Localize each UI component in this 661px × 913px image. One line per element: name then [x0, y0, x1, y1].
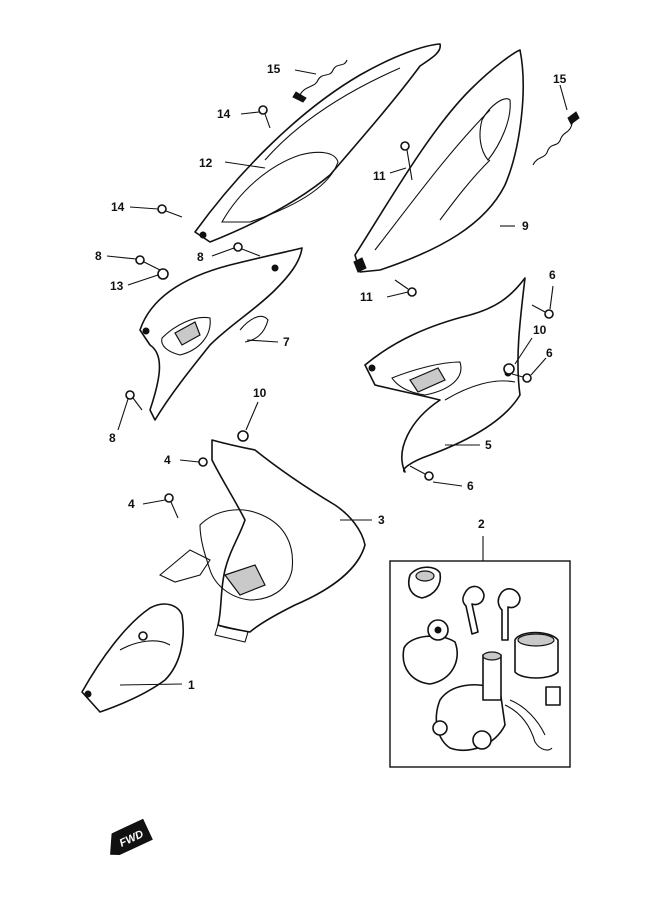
callout-12: 12 — [199, 156, 213, 170]
callout-13: 13 — [110, 279, 124, 293]
screw-6-mid — [511, 373, 532, 383]
callout-8-mid: 8 — [197, 250, 204, 264]
screw-4-top — [198, 457, 208, 467]
spring-clip-15-left — [292, 59, 348, 103]
screw-11-bottom — [394, 279, 417, 297]
part-1-lower-cover — [81, 603, 184, 713]
screw-8-mid — [233, 242, 261, 257]
callout-10-center: 10 — [253, 386, 267, 400]
callout-8-top: 8 — [95, 249, 102, 263]
callout-10-right: 10 — [533, 323, 547, 337]
part-7-side-cover-left — [139, 247, 303, 421]
screw-6-bottom — [409, 465, 434, 481]
nut-10-right — [503, 363, 515, 375]
callout-8-bottom: 8 — [109, 431, 116, 445]
screw-14-left — [157, 204, 183, 218]
callout-1: 1 — [188, 678, 195, 692]
callout-15-right: 15 — [553, 72, 567, 86]
callout-9: 9 — [522, 219, 529, 233]
leader-lines — [106, 69, 568, 686]
callout-4-top: 4 — [164, 453, 171, 467]
screw-14-top — [258, 105, 271, 129]
screw-8-top — [135, 255, 161, 271]
callout-4-left: 4 — [128, 497, 135, 511]
callout-11-bottom: 11 — [360, 290, 373, 304]
callout-2: 2 — [478, 517, 485, 531]
screw-4-left — [164, 493, 179, 519]
nut-13 — [157, 268, 169, 280]
part-9-upper-cover-right — [353, 49, 524, 273]
screw-11-top — [400, 141, 413, 181]
nut-10-center — [237, 430, 249, 442]
spring-clip-15-right — [532, 111, 580, 166]
part-2-key-set-box — [389, 536, 571, 768]
callout-7: 7 — [283, 335, 290, 349]
screw-8-bottom — [125, 390, 143, 411]
callout-3: 3 — [378, 513, 385, 527]
part-5-side-cover-right — [364, 277, 526, 473]
callout-5: 5 — [485, 438, 492, 452]
callout-14-left: 14 — [111, 200, 125, 214]
callouts: 15 14 12 14 15 11 9 11 8 8 13 7 8 10 4 4… — [95, 62, 567, 692]
callout-15-left: 15 — [267, 62, 281, 76]
callout-14-top: 14 — [217, 107, 231, 121]
callout-6-top: 6 — [549, 268, 556, 282]
callout-6-mid: 6 — [546, 346, 553, 360]
fwd-arrow-logo: FWD — [110, 818, 153, 856]
callout-11-top: 11 — [373, 169, 386, 183]
part-12-upper-cover-left — [194, 43, 442, 243]
callout-6-bottom: 6 — [467, 479, 474, 493]
screw-6-top — [531, 304, 554, 319]
part-3-center-cover — [158, 439, 366, 643]
